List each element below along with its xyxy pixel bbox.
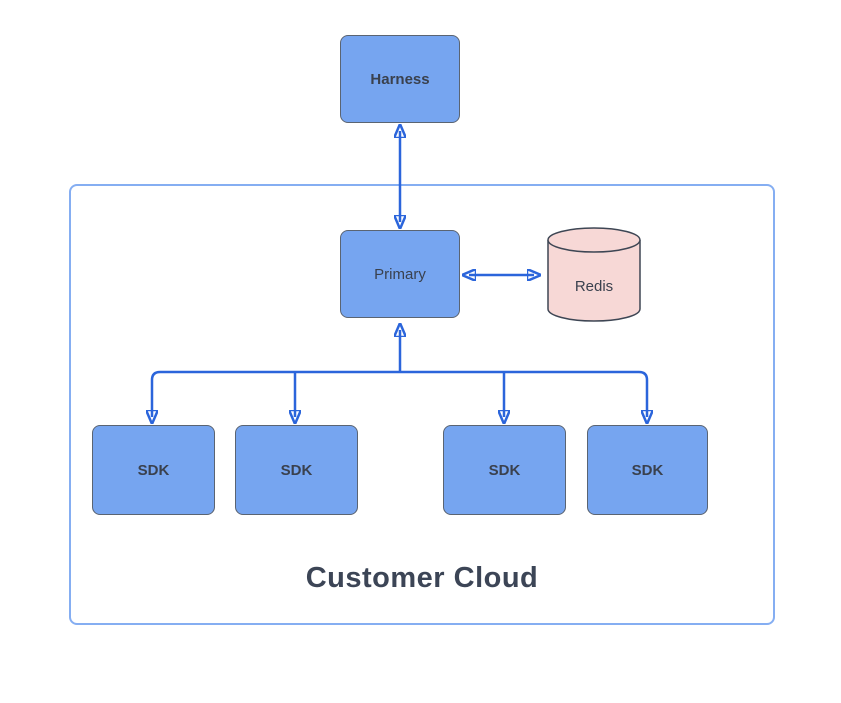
customer-cloud-title: Customer Cloud	[305, 562, 539, 594]
node-primary-label: Primary	[374, 265, 426, 283]
node-sdk-2-label: SDK	[280, 461, 313, 479]
node-primary: Primary	[340, 230, 460, 318]
customer-cloud-container	[69, 184, 775, 625]
node-redis-label: Redis	[574, 277, 614, 295]
node-harness: Harness	[340, 35, 460, 123]
node-sdk-4: SDK	[587, 425, 708, 515]
node-sdk-1-label: SDK	[137, 461, 170, 479]
node-harness-label: Harness	[370, 70, 430, 88]
node-sdk-3: SDK	[443, 425, 566, 515]
database-cylinder-icon	[547, 227, 641, 322]
node-redis: Redis	[547, 227, 641, 323]
node-sdk-3-label: SDK	[488, 461, 521, 479]
node-sdk-1: SDK	[92, 425, 215, 515]
node-sdk-2: SDK	[235, 425, 358, 515]
node-sdk-4-label: SDK	[631, 461, 664, 479]
